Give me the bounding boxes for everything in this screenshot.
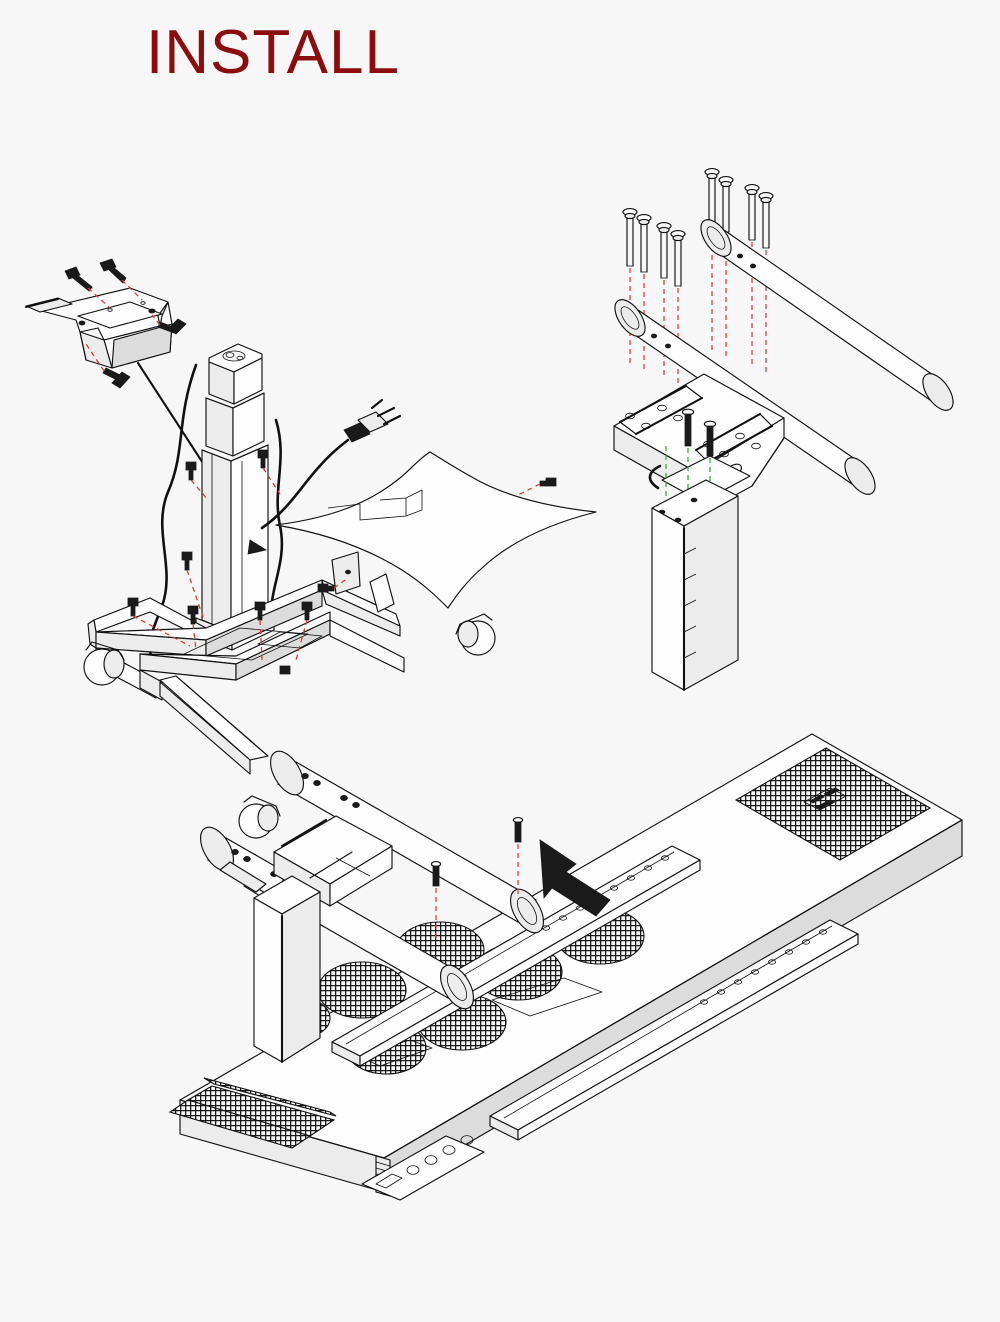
control-box-mounting-screw bbox=[99, 258, 127, 284]
caster-wheel-group bbox=[83, 613, 496, 839]
square-support-column bbox=[253, 875, 321, 1064]
control-panel-keypad[interactable] bbox=[361, 1135, 485, 1201]
long-hex-bolt-with-washer bbox=[622, 208, 638, 267]
control-box-mounting-screw bbox=[102, 367, 131, 389]
keypad-button-group bbox=[406, 1135, 474, 1175]
cover-plate-screw bbox=[317, 583, 335, 593]
caster-wheel bbox=[238, 795, 281, 839]
figure-step-3-frame-into-desktop-rails bbox=[140, 700, 1000, 1320]
display-window bbox=[375, 1173, 403, 1189]
tube-lock-screw bbox=[512, 817, 524, 843]
long-hex-bolt-with-washer bbox=[758, 192, 774, 249]
caster-wheel bbox=[455, 613, 496, 656]
round-crossbar-tube bbox=[269, 750, 545, 934]
long-hex-bolt-with-washer bbox=[704, 168, 720, 227]
column-base-screw bbox=[254, 601, 266, 621]
column-base-screw bbox=[301, 601, 313, 621]
decorative-base-cover-plate bbox=[275, 451, 597, 609]
desktop-mounting-rail bbox=[489, 919, 859, 1141]
page-title: INSTALL bbox=[146, 18, 400, 87]
textured-grip-pad bbox=[734, 747, 932, 861]
button-3[interactable] bbox=[442, 1145, 456, 1155]
button-2[interactable] bbox=[424, 1155, 438, 1165]
cover-plate-screw bbox=[539, 477, 557, 487]
column-base-screw bbox=[279, 665, 291, 675]
textured-grip-pad-group bbox=[168, 747, 932, 1149]
round-crossbar-tube bbox=[700, 219, 954, 411]
column-base-screw-group bbox=[127, 551, 313, 675]
tube-lock-screw bbox=[430, 861, 442, 887]
control-box bbox=[24, 287, 173, 369]
power-cord-with-plug bbox=[260, 398, 402, 530]
figure-step-2-crossbar-tubes-to-bracket bbox=[600, 150, 1000, 710]
short-hex-bolt bbox=[703, 420, 717, 457]
textured-grip-pad bbox=[168, 1099, 312, 1149]
cover-plate-screw-group bbox=[185, 449, 557, 593]
caster-wheel bbox=[83, 641, 125, 686]
long-hex-bolt-with-washer bbox=[670, 230, 686, 287]
figure-step-1-control-box-and-rolling-base bbox=[0, 120, 620, 839]
control-box-mounting-screw bbox=[64, 266, 93, 292]
column-base-screw bbox=[181, 551, 193, 571]
long-hex-bolt-with-washer bbox=[636, 214, 652, 273]
column-cable bbox=[148, 363, 198, 662]
button-1[interactable] bbox=[406, 1165, 420, 1175]
square-support-column bbox=[651, 479, 739, 692]
long-hex-bolt-with-washer bbox=[744, 184, 760, 241]
short-hex-bolt bbox=[681, 408, 695, 447]
column-base-screw bbox=[127, 597, 139, 617]
cable-connector-port bbox=[803, 787, 847, 811]
assembled-crossbar-frame bbox=[199, 750, 545, 1064]
round-crossbar-tube bbox=[199, 826, 475, 1010]
control-box-mounting-screw bbox=[157, 318, 187, 335]
tube-lock-screw-group bbox=[430, 817, 524, 938]
cover-plate-screw bbox=[185, 461, 197, 481]
control-box-mounting-screw-group bbox=[64, 258, 187, 389]
slide-direction-arrow bbox=[539, 839, 611, 917]
button-4[interactable] bbox=[460, 1135, 474, 1145]
long-hex-bolt-with-washer bbox=[718, 176, 734, 233]
cover-plate-screw bbox=[257, 449, 269, 469]
recessed-plate bbox=[491, 977, 603, 1017]
long-hex-bolt-with-washer bbox=[656, 222, 672, 279]
column-base-screw bbox=[187, 605, 199, 625]
textured-grip-pad bbox=[203, 1077, 337, 1117]
